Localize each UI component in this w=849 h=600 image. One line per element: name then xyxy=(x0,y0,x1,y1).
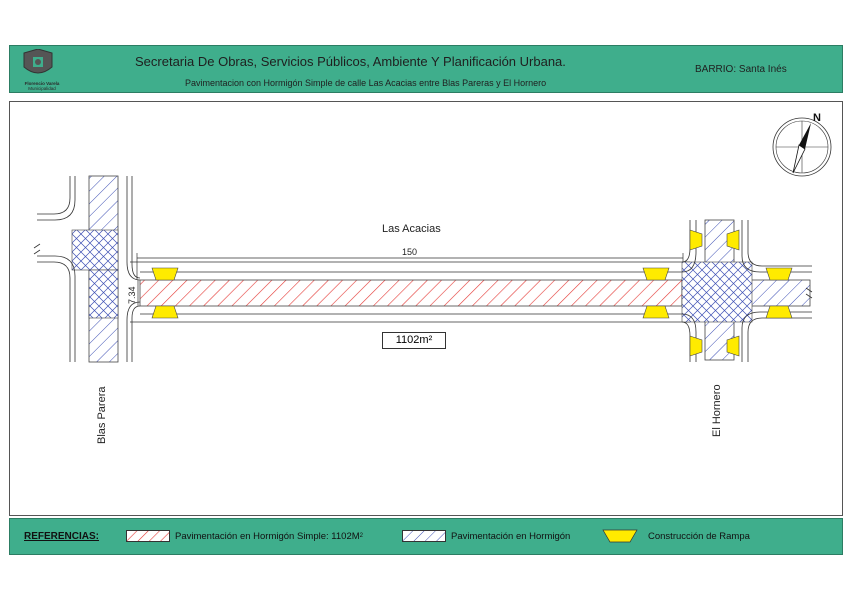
street-label-main: Las Acacias xyxy=(382,223,441,235)
ramps xyxy=(151,229,793,357)
ramp-swatch-icon xyxy=(602,529,638,543)
length-value: 150 xyxy=(402,247,417,257)
municipal-logo: Florencio Varela Municipalidad xyxy=(16,48,60,91)
width-value: 7.34 xyxy=(127,286,137,304)
ramp-marker xyxy=(726,229,740,251)
legend-item-rampa: Construcción de Rampa xyxy=(602,527,750,545)
red-hatch-swatch xyxy=(126,530,170,542)
legend-item-hormigon: Pavimentación en Hormigón xyxy=(402,527,570,545)
ramp-marker xyxy=(642,267,670,281)
legend-panel: REFERENCIAS: Pavimentación en Hormigón S… xyxy=(9,518,843,555)
logo-name: Florencio Varela xyxy=(24,81,60,86)
area-label: 1102m² xyxy=(382,332,446,349)
barrio-label: BARRIO: Santa Inés xyxy=(695,64,787,75)
legend-label: Pavimentación en Hormigón Simple: 1102M xyxy=(175,530,360,542)
header-title: Secretaria De Obras, Servicios Públicos,… xyxy=(135,54,566,69)
ramp-marker xyxy=(151,267,179,281)
hormigon-simple-area xyxy=(139,279,683,307)
legend-label: Construcción de Rampa xyxy=(648,530,750,542)
legend-sup: 2 xyxy=(359,533,363,539)
header-subtitle: Pavimentacion con Hormigón Simple de cal… xyxy=(185,78,547,88)
north-arrow-icon: N xyxy=(772,112,832,177)
legend-title: REFERENCIAS: xyxy=(24,531,100,542)
right-intersection xyxy=(681,219,813,362)
ramp-marker xyxy=(151,305,179,319)
ramp-marker xyxy=(765,267,793,281)
ramp-marker xyxy=(689,335,703,357)
street-label-left: Blas Parera xyxy=(96,386,108,444)
blue-hatch-swatch xyxy=(402,530,446,542)
left-intersection xyxy=(33,175,141,363)
legend-label: Pavimentación en Hormigón xyxy=(451,530,571,542)
north-label: N xyxy=(813,112,821,124)
title-block-header: Florencio Varela Municipalidad Secretari… xyxy=(9,45,843,93)
length-dimension: 150 xyxy=(136,247,684,280)
street-label-right: El Hornero xyxy=(711,384,723,437)
width-dimension: 7.34 xyxy=(127,280,139,306)
ramp-marker xyxy=(765,305,793,319)
logo-sub: Municipalidad xyxy=(28,86,56,91)
ramp-marker xyxy=(689,229,703,251)
ramp-marker xyxy=(642,305,670,319)
main-street-las-acacias xyxy=(130,261,690,323)
ramp-marker xyxy=(726,335,740,357)
